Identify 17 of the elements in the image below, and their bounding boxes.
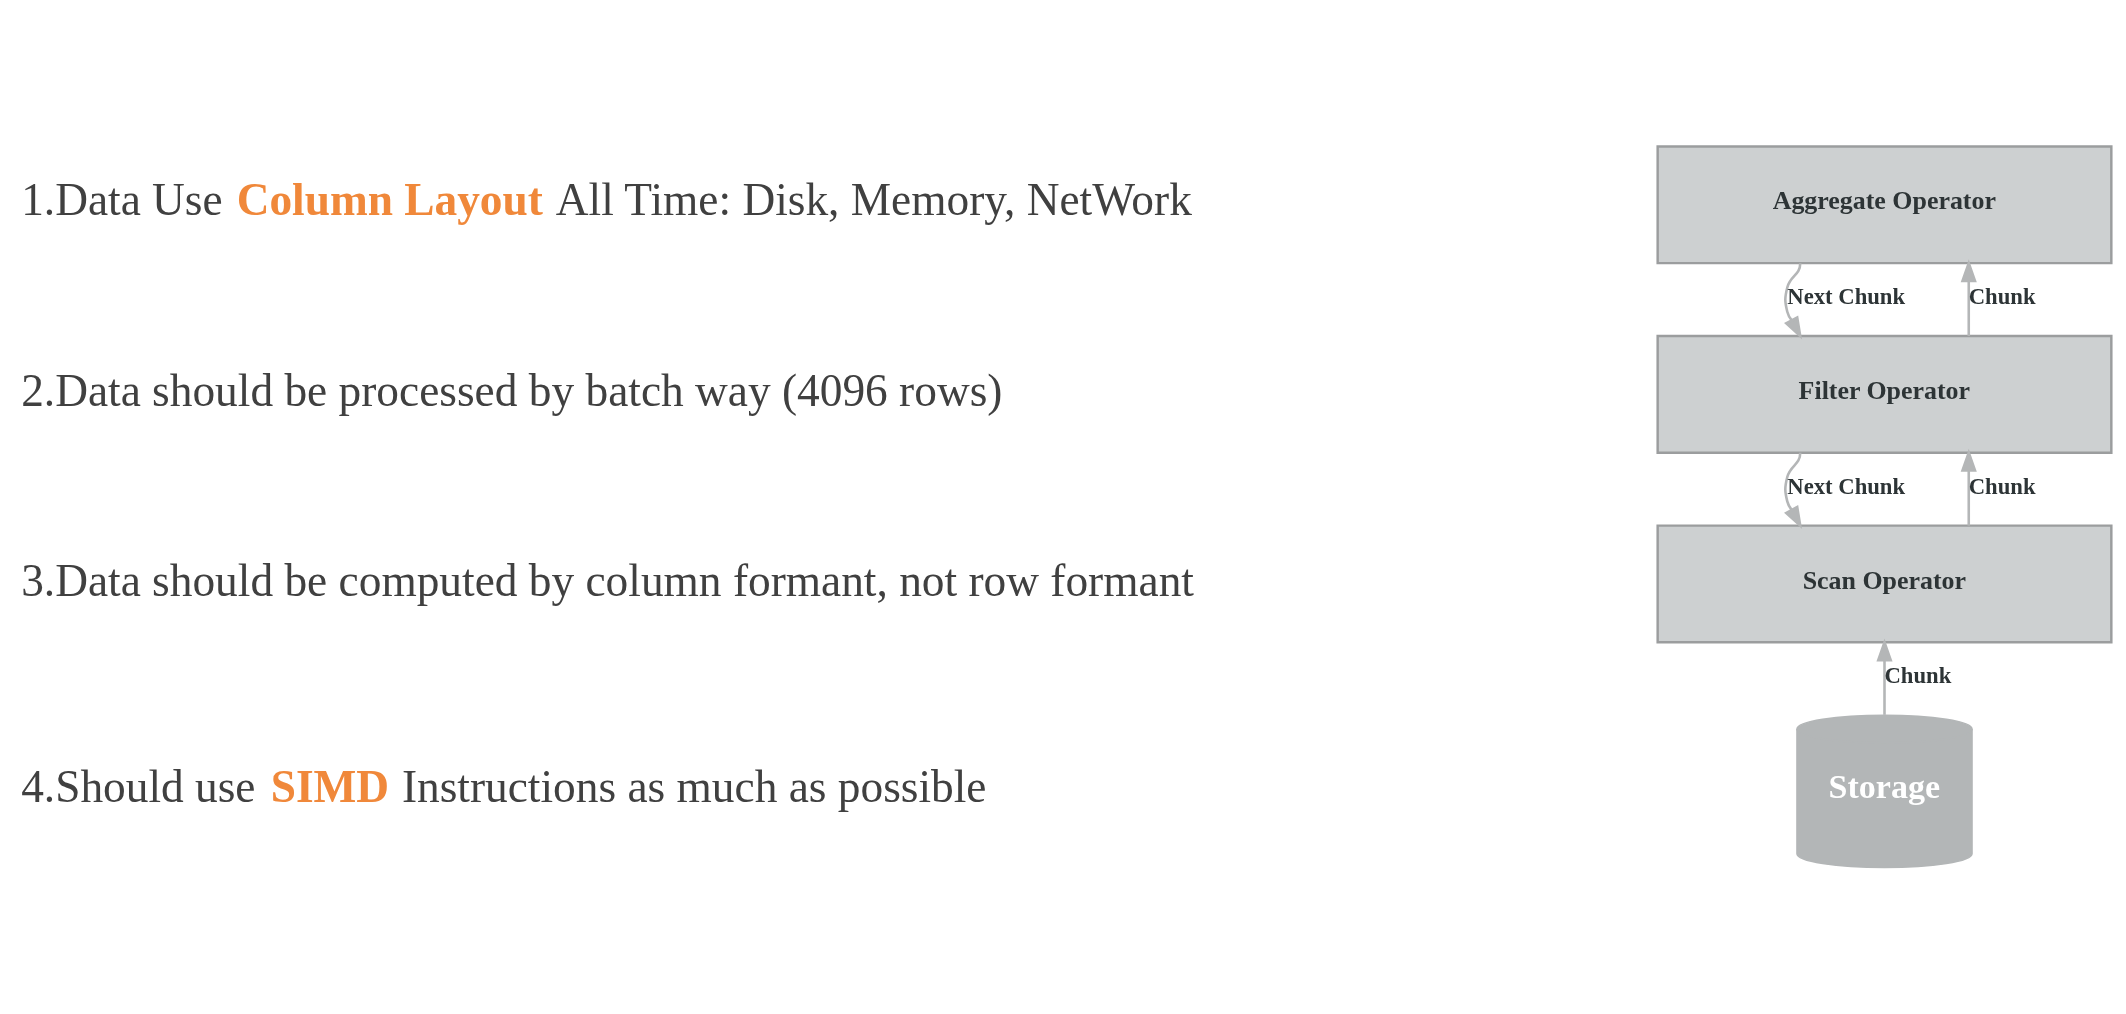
label: 2.Data should be processed by batch way (4096 rows)	[21, 366, 1003, 417]
node-box: Filter Operator	[1656, 334, 2113, 454]
label: 4.Should use SIMD Instructions as much as possible	[21, 761, 987, 812]
node-box: Aggregate Operator	[1656, 145, 2113, 265]
edge-label: Next Chunk	[1787, 473, 1906, 499]
label: 3.Data should be computed by column formant, not row formant	[21, 555, 1194, 606]
edge-label: Chunk	[1968, 283, 2036, 309]
label: 1.Data Use Column Layout All Time: Disk, Memory, NetWork	[21, 175, 1192, 226]
edge-label: Next Chunk	[1787, 283, 1906, 309]
edge-label: Chunk	[1884, 663, 1952, 689]
arrow	[1876, 638, 1893, 715]
arrow	[1960, 448, 1977, 526]
node-box: Scan Operator	[1656, 524, 2113, 644]
arrow	[1784, 452, 1803, 530]
edge-label: Chunk	[1968, 473, 2036, 499]
arrow	[1960, 259, 1977, 337]
arrow	[1784, 263, 1803, 340]
